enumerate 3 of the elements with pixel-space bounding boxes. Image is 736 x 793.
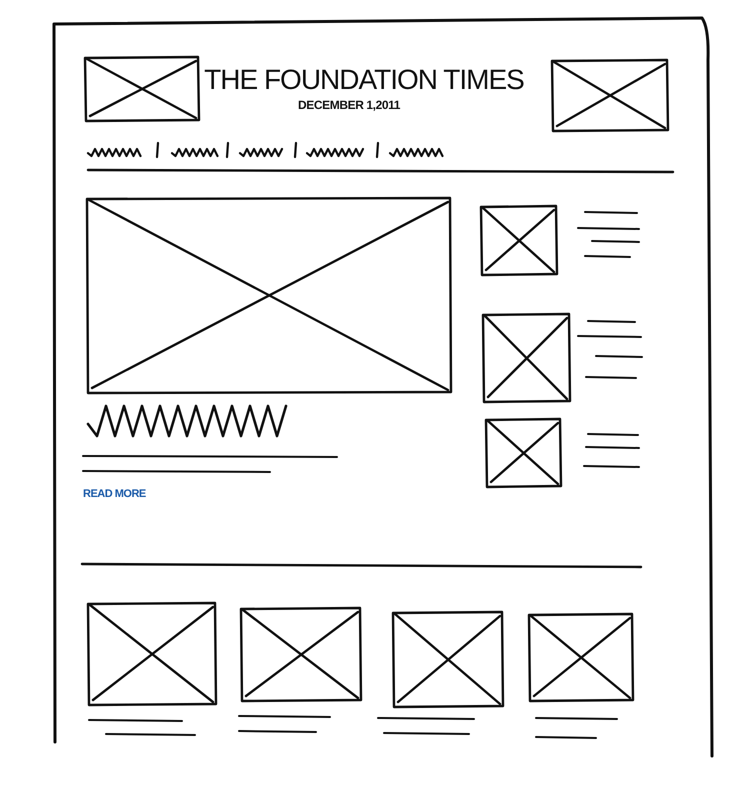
masthead-title: THE FOUNDATION TIMES (204, 66, 524, 94)
date-text: DECEMBER 1,2011 (298, 99, 400, 111)
read-more-link: READ MORE (83, 489, 146, 500)
